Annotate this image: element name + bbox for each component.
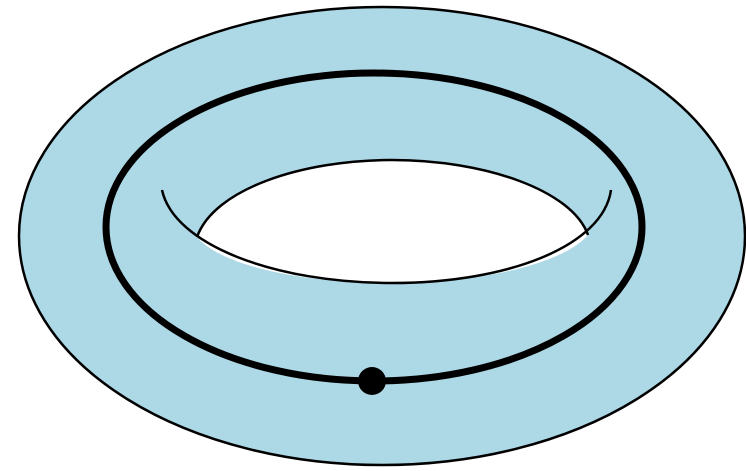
- basepoint-dot: [358, 367, 386, 395]
